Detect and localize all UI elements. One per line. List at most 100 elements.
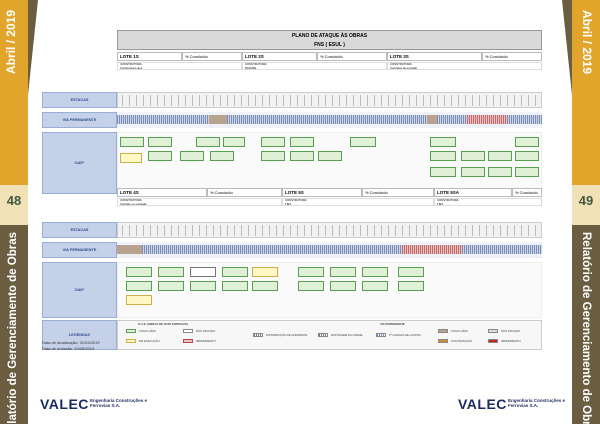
stake-tick [325, 225, 326, 236]
stake-tick [430, 225, 431, 236]
stake-tick [367, 95, 368, 106]
valec-logo-left: VALEC Engenharia Construções e Ferrovias… [40, 396, 148, 412]
valec-logo-right: VALEC Engenharia Construções e Ferrovias… [458, 396, 566, 412]
stake-tick [269, 225, 270, 236]
stake-tick [290, 95, 291, 106]
stake-tick [325, 95, 326, 106]
emission-date: Data de emissão: 20/05/2019 [42, 346, 95, 351]
stake-tick [367, 225, 368, 236]
stake-tick [185, 225, 186, 236]
lot-2s-builder: CONSTRUTORA:PASCRE [242, 62, 387, 70]
stake-tick [451, 95, 452, 106]
stake-tick [528, 95, 529, 106]
lot-2s-name: LOTE 2S [242, 52, 317, 61]
legend-item: CONCLUÍDO [451, 329, 468, 333]
right-sidebar-bottom [572, 225, 600, 424]
update-date: Data de atualização: 31/03/2019 [42, 340, 100, 345]
stake-tick [171, 225, 172, 236]
legend-item: MONTAGEM DA GRADE [331, 333, 363, 337]
stake-tick [136, 95, 137, 106]
lot-4s-pct: % Concluído [207, 188, 282, 197]
oae-box [362, 267, 388, 277]
oae-box [261, 151, 285, 161]
right-sidebar: Abril / 2019 49 Relatório de Gerenciamen… [562, 0, 600, 438]
stake-tick [248, 225, 249, 236]
stake-tick [353, 225, 354, 236]
stake-tick [199, 225, 200, 236]
estacas-label-bottom: ESTACAS [42, 222, 117, 238]
stake-tick [227, 225, 228, 236]
lot-1s-pct: % Concluído [182, 52, 242, 61]
estacas-strip-bottom [117, 222, 542, 238]
stake-tick [353, 95, 354, 106]
legend-via-title: VIA PERMANENTE [380, 322, 405, 326]
oae-box [223, 137, 245, 147]
stake-tick [192, 95, 193, 106]
stake-tick [430, 95, 431, 106]
right-page-badge [572, 185, 600, 225]
stake-tick [241, 95, 242, 106]
legend-item: NÃO INICIADO [196, 329, 216, 333]
dates-block: Data de atualização: 31/03/2019 Data de … [42, 340, 100, 352]
via-label-top: VIA PERMANENTE [42, 112, 117, 128]
stake-tick [444, 95, 445, 106]
stake-tick [500, 95, 501, 106]
lot-1s-name: LOTE 1S [117, 52, 182, 61]
oae-box [330, 267, 356, 277]
oae-strip-top [117, 132, 542, 194]
right-date: Abril / 2019 [580, 10, 594, 75]
stake-tick [206, 95, 207, 106]
lot-5s-name: LOTE 5S [282, 188, 362, 197]
stake-tick [311, 225, 312, 236]
stake-tick [318, 95, 319, 106]
stake-tick [262, 225, 263, 236]
right-sidebar-top [572, 0, 600, 185]
oae-box [430, 137, 456, 147]
left-sidebar-bottom [0, 225, 28, 424]
oae-box [298, 267, 324, 277]
stake-tick [157, 225, 158, 236]
stake-tick [465, 225, 466, 236]
stake-tick [143, 95, 144, 106]
lot-5sa-pct: % Concluído [512, 188, 542, 197]
legend-oae-title: O.A.E. (OBRAS DE ARTE ESPECIAIS) [138, 322, 188, 326]
oae-box [488, 167, 512, 177]
oae-box [515, 167, 539, 177]
stake-tick [255, 225, 256, 236]
oae-box [126, 267, 152, 277]
stake-tick [416, 95, 417, 106]
stake-tick [339, 225, 340, 236]
stake-tick [276, 225, 277, 236]
stake-tick [192, 225, 193, 236]
lot-3s-builder: CONSTRUTORA:Contratos de emissão [387, 62, 542, 70]
stake-tick [290, 225, 291, 236]
oae-box [362, 281, 388, 291]
left-date: Abril / 2019 [4, 10, 18, 75]
stake-tick [150, 95, 151, 106]
oae-box [252, 267, 278, 277]
plan-subtitle-text: FNS ( ESUL ) [314, 42, 345, 48]
stake-tick [269, 95, 270, 106]
stake-tick [346, 225, 347, 236]
left-report-title: Relatório de Gerenciamento de Obras [7, 232, 19, 438]
left-page-number: 48 [6, 193, 22, 208]
legend-item: EM EXECUÇÃO [139, 339, 160, 343]
stake-tick [535, 95, 536, 106]
oae-box [290, 151, 314, 161]
stake-tick [402, 225, 403, 236]
stake-tick [507, 225, 508, 236]
stake-tick [262, 95, 263, 106]
stake-tick [332, 95, 333, 106]
legend-item: CONTRATAÇÃO [451, 339, 473, 343]
stake-tick [381, 225, 382, 236]
oae-box [318, 151, 342, 161]
lot-3s-pct: % Concluído [482, 52, 542, 61]
right-report-title: Relatório de Gerenciamento de Obras [580, 232, 592, 438]
oae-box [298, 281, 324, 291]
stake-tick [297, 225, 298, 236]
via-label-bottom: VIA PERMANENTE [42, 242, 117, 258]
stake-tick [346, 95, 347, 106]
oae-box [290, 137, 314, 147]
oae-box [330, 281, 356, 291]
stake-tick [437, 225, 438, 236]
